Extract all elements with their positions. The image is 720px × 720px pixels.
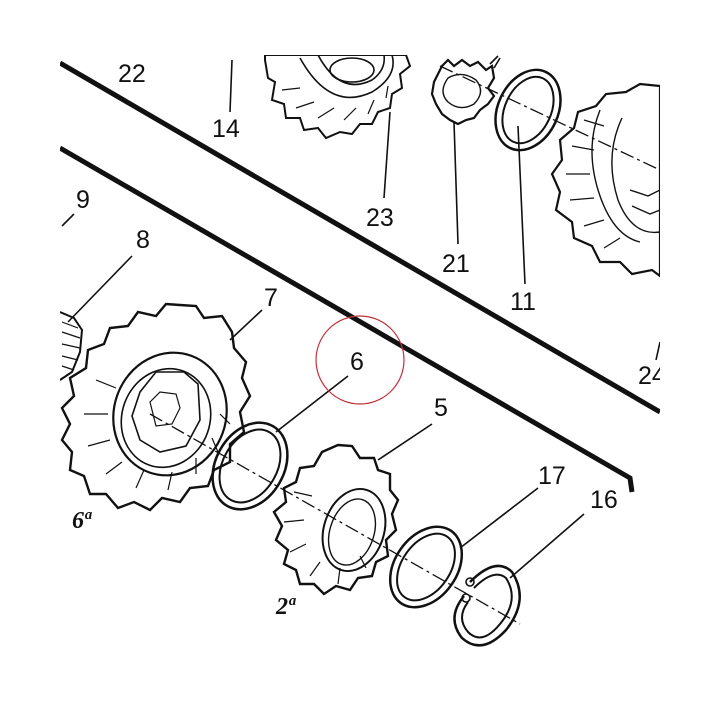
callout-7: 7: [264, 284, 278, 312]
callout-14: 14: [212, 115, 240, 143]
gear-label-second: 2ª: [275, 594, 296, 620]
washer-11-drawing: [494, 68, 562, 152]
leader-lines: [61, 59, 660, 579]
callout-17: 17: [538, 462, 566, 490]
callout-5: 5: [434, 394, 448, 422]
callout-11: 11: [510, 288, 536, 316]
callout-22: 22: [118, 60, 146, 88]
washer-6-drawing: [211, 421, 289, 511]
axis-line-lower: [149, 413, 521, 625]
callout-16: 16: [590, 486, 618, 514]
shaft-divider-lower: [60, 145, 635, 493]
callout-21: 21: [442, 250, 470, 278]
washer-17-drawing: [388, 525, 464, 609]
gear-24-drawing: [550, 82, 660, 278]
highlight-circle: [315, 315, 405, 405]
gear-23-drawing: [264, 55, 412, 140]
gear-sixth-drawing: [60, 302, 252, 512]
circlip-21-drawing: [430, 55, 501, 126]
callout-8: 8: [136, 226, 150, 254]
bearing-8-drawing: [60, 311, 84, 381]
callout-6: 6: [350, 348, 364, 376]
shaft-divider-upper: [60, 60, 660, 415]
gear-second-drawing: [272, 443, 400, 596]
callout-9: 9: [76, 186, 90, 214]
axis-line-upper: [439, 65, 660, 171]
gear-label-sixth: 6ª: [72, 508, 92, 534]
callout-24: 24: [638, 362, 666, 390]
callout-23: 23: [366, 204, 394, 232]
